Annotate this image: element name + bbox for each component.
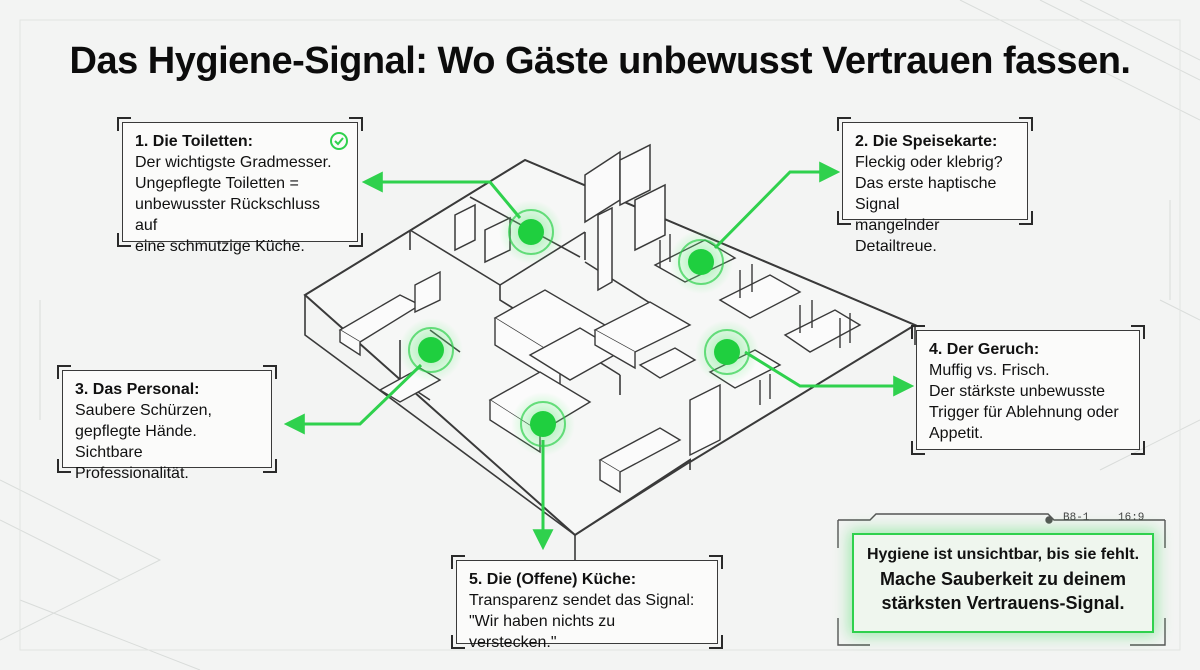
info-box-smell: 4. Der Geruch: Muffig vs. Frisch. Der st… (911, 325, 1145, 455)
box-line: Fleckig oder klebrig? (855, 154, 1003, 171)
box-line: Ungepflegte Toiletten = (135, 175, 299, 192)
frame-tag-left: B8-1 (1063, 512, 1090, 524)
box-line: Trigger für Ablehnung oder (929, 404, 1119, 421)
check-circle-icon (330, 132, 348, 150)
box-line: Appetit. (929, 425, 984, 442)
callout-line-3: stärksten Vertrauens-Signal. (881, 593, 1125, 613)
box-line: mangelnder Detailtreue. (855, 217, 940, 255)
box-line: Sichtbare Professionalität. (75, 444, 189, 482)
hotspot-staff (399, 318, 463, 382)
hotspot-toilets (499, 200, 563, 264)
hotspots (399, 200, 759, 456)
box-heading: 3. Das Personal: (75, 381, 200, 398)
key-message-callout: Hygiene ist unsichtbar, bis sie fehlt. M… (852, 533, 1154, 633)
info-box-staff: 3. Das Personal: Saubere Schürzen, gepfl… (57, 365, 277, 482)
callout-line-1: Hygiene ist unsichtbar, bis sie fehlt. (866, 546, 1140, 563)
box-line: eine schmutzige Küche. (135, 238, 305, 255)
connector-arrows (283, 161, 915, 551)
info-box-menu: 2. Die Speisekarte: Fleckig oder klebrig… (837, 117, 1033, 255)
box-heading: 2. Die Speisekarte: (855, 133, 998, 150)
box-line: Der wichtigste Gradmesser. (135, 154, 332, 171)
box-line: "Wir haben nichts zu verstecken." (469, 613, 616, 651)
info-box-toilets: 1. Die Toiletten: Der wichtigste Gradmes… (117, 117, 363, 255)
box-line: Muffig vs. Frisch. (929, 362, 1050, 379)
callout-line-2: Mache Sauberkeit zu deinem (879, 569, 1127, 589)
arrow-smell (744, 350, 915, 397)
page-title: Das Hygiene-Signal: Wo Gäste unbewusst V… (69, 40, 1131, 82)
box-heading: 1. Die Toiletten: (135, 133, 253, 150)
arrow-staff (283, 363, 423, 435)
box-line: Der stärkste unbewusste (929, 383, 1106, 400)
box-heading: 4. Der Geruch: (929, 341, 1040, 358)
toilet-stalls (454, 143, 666, 292)
box-line: Saubere Schürzen, (75, 402, 212, 419)
info-box-kitchen: 5. Die (Offene) Küche: Transparenz sende… (451, 555, 723, 651)
arrow-menu (713, 161, 841, 250)
hotspot-kitchen (511, 392, 575, 456)
callout-frame (837, 513, 1166, 646)
box-line: gepflegte Hände. (75, 423, 197, 440)
box-line: Transparenz sendet das Signal: (469, 592, 695, 609)
arrow-toilets (361, 171, 522, 219)
box-heading: 5. Die (Offene) Küche: (469, 571, 637, 588)
hotspot-smell (695, 320, 759, 384)
frame-tag-right: 16:9 (1118, 512, 1145, 524)
box-line: unbewusster Rückschluss auf (135, 196, 320, 234)
box-line: Das erste haptische Signal (855, 175, 997, 213)
